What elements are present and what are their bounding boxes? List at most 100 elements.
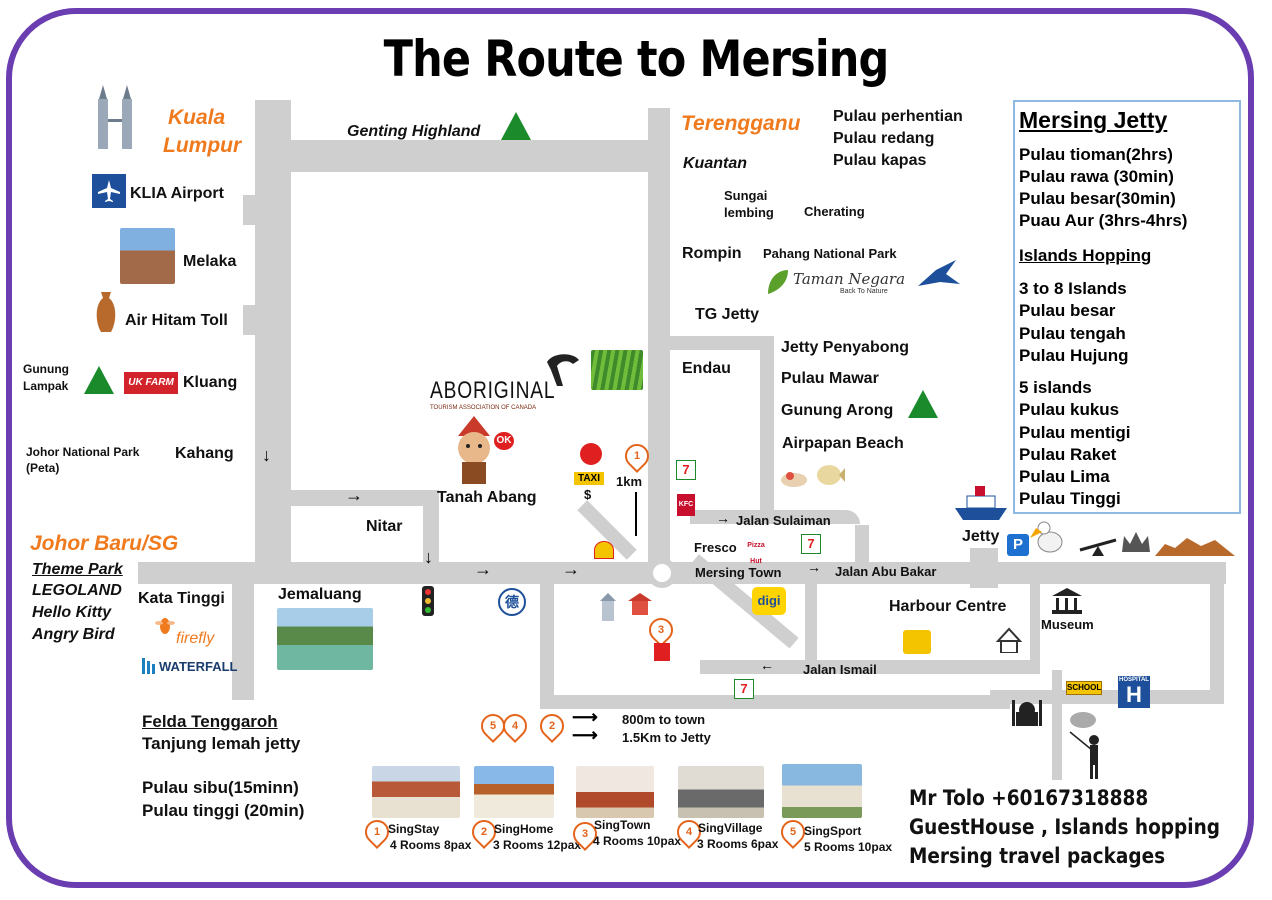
temple-icon <box>598 593 618 621</box>
label-tanjung: Tanjung lemah jetty <box>142 734 301 753</box>
hospital-h-icon: H <box>1126 682 1142 707</box>
road-east-loop <box>1210 562 1224 702</box>
label-tg-jetty: TG Jetty <box>695 306 760 323</box>
fisherman-icon <box>1068 730 1108 780</box>
label-singvillage: SingVillage <box>698 821 763 835</box>
road-nitar-down <box>423 490 439 570</box>
airplane-icon <box>92 174 126 208</box>
five-islands-heading: 5 islands <box>1019 378 1092 397</box>
label-singhome: SingHome <box>494 822 554 836</box>
road-sulaiman-v <box>855 525 869 570</box>
stone-icon <box>1070 712 1096 728</box>
label-waterfall: WATERFALL <box>159 659 238 674</box>
waterfall-icon <box>140 656 158 676</box>
five-line-2: Pulau mentigi <box>1019 423 1131 442</box>
label-mersing-town: Mersing Town <box>695 565 782 580</box>
cruise-ship-icon <box>953 478 1009 522</box>
arrow-1km-line <box>635 492 637 536</box>
label-dollar: $ <box>584 487 592 502</box>
hopping-line-1: 3 to 8 Islands <box>1019 279 1127 298</box>
map-title: The Route to Mersing <box>383 30 890 88</box>
road-nitar <box>291 490 439 506</box>
label-aboriginal-sub: TOURISM ASSOCIATION OF CANADA <box>430 405 537 411</box>
pufferfish-icon <box>815 462 845 488</box>
label-kluang: Kluang <box>183 374 238 391</box>
firefly-icon <box>155 616 175 636</box>
label-johor-np-2: (Peta) <box>26 461 60 475</box>
contact-line-2: GuestHouse , Islands hopping <box>909 815 1220 839</box>
mountain-genting-icon <box>501 112 531 140</box>
petronas-towers-icon <box>90 85 140 151</box>
label-kahang: Kahang <box>175 445 234 462</box>
road-spur-1 <box>243 195 268 225</box>
label-sulaiman: Jalan Sulaiman <box>736 513 831 528</box>
arrow-right-abubakar-icon: → <box>807 559 821 575</box>
label-air-hitam: Air Hitam Toll <box>125 312 228 329</box>
label-theme-park: Theme Park <box>32 561 123 578</box>
label-kuala: Kuala <box>168 106 226 129</box>
mcdonalds-icon <box>654 643 670 661</box>
hospital-label: HOSPITAL <box>1119 677 1149 683</box>
rock-formation-icon <box>1155 534 1235 556</box>
label-terengganu: Terengganu <box>681 112 801 135</box>
taxi-sign: TAXI <box>574 472 604 485</box>
road-spur-2 <box>243 305 268 335</box>
arrow-right-main-1-icon: → <box>474 559 492 579</box>
label-kuantan: Kuantan <box>683 155 747 172</box>
jetty-line-3: Pulau besar(30min) <box>1019 189 1176 208</box>
singstay-photo <box>372 766 460 818</box>
road-fisher-v <box>1052 670 1062 780</box>
vase-icon <box>93 290 119 334</box>
label-pahang-np: Pahang National Park <box>763 246 897 261</box>
jetty-heading: Mersing Jetty <box>1019 107 1168 133</box>
arrow-right-sulaiman-icon: → <box>716 510 730 526</box>
label-gunung-lampak-1: Gunung <box>23 362 69 376</box>
label-melaka: Melaka <box>183 253 237 270</box>
label-airpapan: Airpapan Beach <box>782 435 904 452</box>
mountain-lampak-icon <box>84 366 114 394</box>
crown-icon <box>1120 530 1152 556</box>
singhome-photo <box>474 766 554 818</box>
label-tanah-abang: Tanah Abang <box>437 489 537 506</box>
label-tinggi: Pulau tinggi (20min) <box>142 801 305 820</box>
label-endau: Endau <box>682 360 731 377</box>
jetty-line-1: Pulau tioman(2hrs) <box>1019 145 1173 164</box>
label-800m: 800m to town <box>622 712 706 727</box>
road-east-bottom <box>990 690 1224 704</box>
label-jetty: Jetty <box>962 528 1000 545</box>
label-angry-bird: Angry Bird <box>32 626 115 643</box>
pagoda-icon <box>628 593 652 615</box>
road-endau-v <box>760 336 774 511</box>
label-ismail: Jalan Ismail <box>803 662 877 677</box>
melaka-photo <box>120 228 175 284</box>
label-1-5km: 1.5Km to Jetty <box>622 730 711 745</box>
label-perhentian: Pulau perhentian <box>833 108 963 125</box>
jemaluang-photo <box>277 608 373 670</box>
road-loop-bottom <box>540 695 1010 709</box>
leaf-icon <box>764 268 790 296</box>
label-singhome-rooms: 3 Rooms 12pax <box>493 838 582 852</box>
arrow-down-nitar-icon: ↓ <box>424 547 433 567</box>
label-firefly: firefly <box>176 630 215 647</box>
label-singsport: SingSport <box>804 824 862 838</box>
hopping-line-3: Pulau tengah <box>1019 324 1126 343</box>
hospital-sign: HOSPITAL H <box>1118 676 1150 708</box>
chinese-logo-icon: 德 <box>498 588 526 616</box>
label-klia: KLIA Airport <box>130 185 224 202</box>
shell-logo <box>594 541 614 559</box>
label-nitar: Nitar <box>366 518 403 535</box>
label-aboriginal: ABORIGINAL <box>430 377 556 404</box>
jetty-line-4: Puau Aur (3hrs-4hrs) <box>1019 211 1188 230</box>
ukfarm-logo: UK FARM <box>124 372 178 394</box>
label-singsport-rooms: 5 Rooms 10pax <box>804 840 893 854</box>
label-redang: Pulau redang <box>833 130 935 147</box>
label-penyabong: Jetty Penyabong <box>781 339 910 356</box>
label-felda: Felda Tenggaroh <box>142 712 278 731</box>
label-taman-negara: Taman Negara <box>793 270 906 288</box>
label-jemaluang: Jemaluang <box>278 586 362 603</box>
label-sibu: Pulau sibu(15minn) <box>142 778 299 797</box>
mountain-arong-icon <box>908 390 938 418</box>
pizza-hut-logo: Pizza Hut <box>747 542 765 565</box>
road-mersing-north <box>648 108 670 578</box>
label-harbour: Harbour Centre <box>889 598 1007 615</box>
